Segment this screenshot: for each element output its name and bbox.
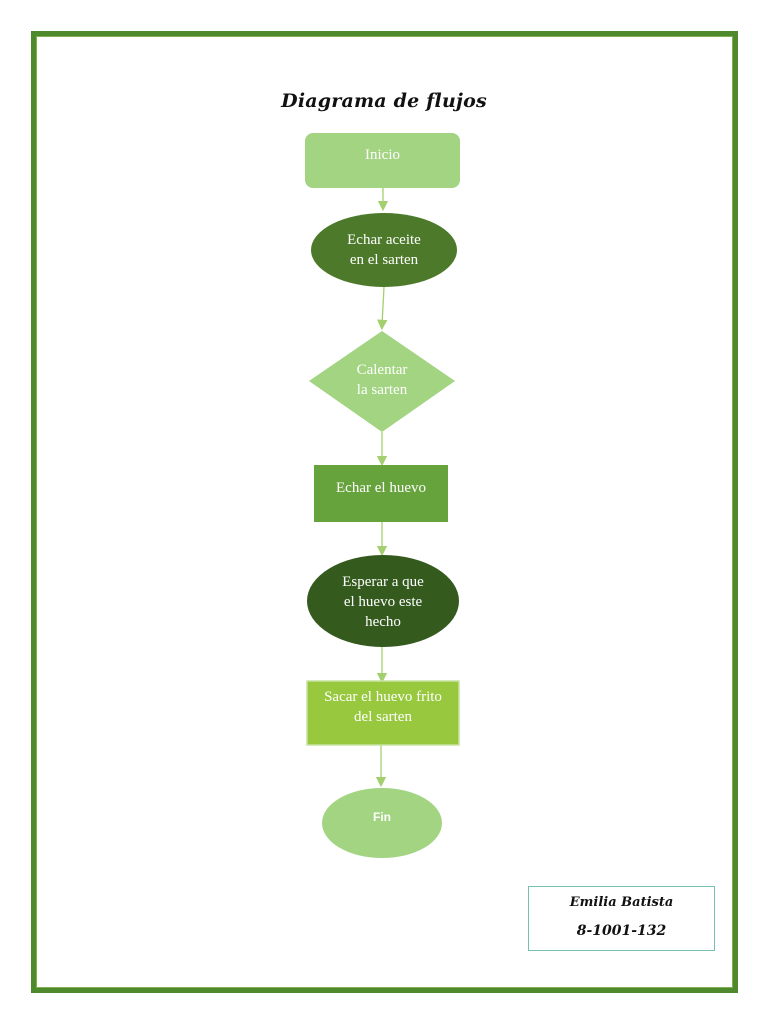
- page-border: [31, 31, 738, 993]
- node-echar-aceite-label: Echar aceite en el sarten: [347, 232, 421, 268]
- signature-box: Emilia Batista 8-1001-132: [528, 886, 715, 951]
- node-fin-label: Fin: [373, 810, 391, 824]
- diagram-title: Diagrama de flujos: [281, 90, 487, 112]
- node-sacar-label: Sacar el huevo frito del sarten: [324, 689, 442, 725]
- node-sacar: [306, 680, 460, 746]
- node-fin: [322, 788, 442, 858]
- node-inicio: [305, 133, 460, 188]
- node-esperar: [307, 555, 459, 647]
- signature-name: Emilia Batista: [569, 895, 674, 910]
- node-calentar: [309, 331, 455, 432]
- signature-id: 8-1001-132: [576, 923, 667, 939]
- node-echar-huevo-label: Echar el huevo: [336, 480, 426, 496]
- node-calentar-label: Calentar la sarten: [356, 362, 408, 398]
- node-inicio-label: Inicio: [365, 147, 400, 163]
- arrow-2: [377, 286, 388, 331]
- node-echar-aceite: [311, 213, 457, 287]
- node-echar-huevo: [314, 465, 448, 522]
- node-esperar-label: Esperar a que el huevo este hecho: [342, 574, 424, 630]
